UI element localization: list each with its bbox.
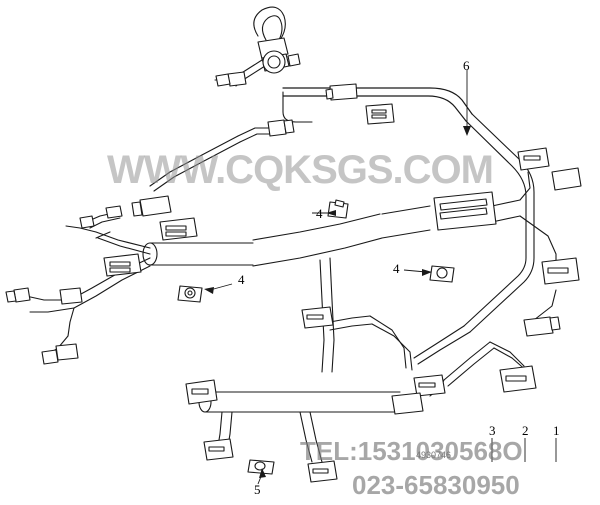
callout-1: 1 bbox=[553, 423, 560, 438]
part-number-label: 4930746 bbox=[416, 450, 452, 460]
harness-cables bbox=[25, 6, 557, 463]
callout-6: 6 bbox=[463, 58, 470, 73]
callout-4-left: 4 bbox=[238, 272, 245, 287]
callout-4-upper: 4 bbox=[316, 206, 323, 221]
connector-bodies bbox=[5, 37, 582, 483]
callout-3: 3 bbox=[489, 423, 496, 438]
callout-4-right: 4 bbox=[393, 261, 400, 276]
callout-2: 2 bbox=[522, 423, 529, 438]
callout-leaders bbox=[204, 70, 557, 485]
callout-5: 5 bbox=[254, 482, 261, 497]
